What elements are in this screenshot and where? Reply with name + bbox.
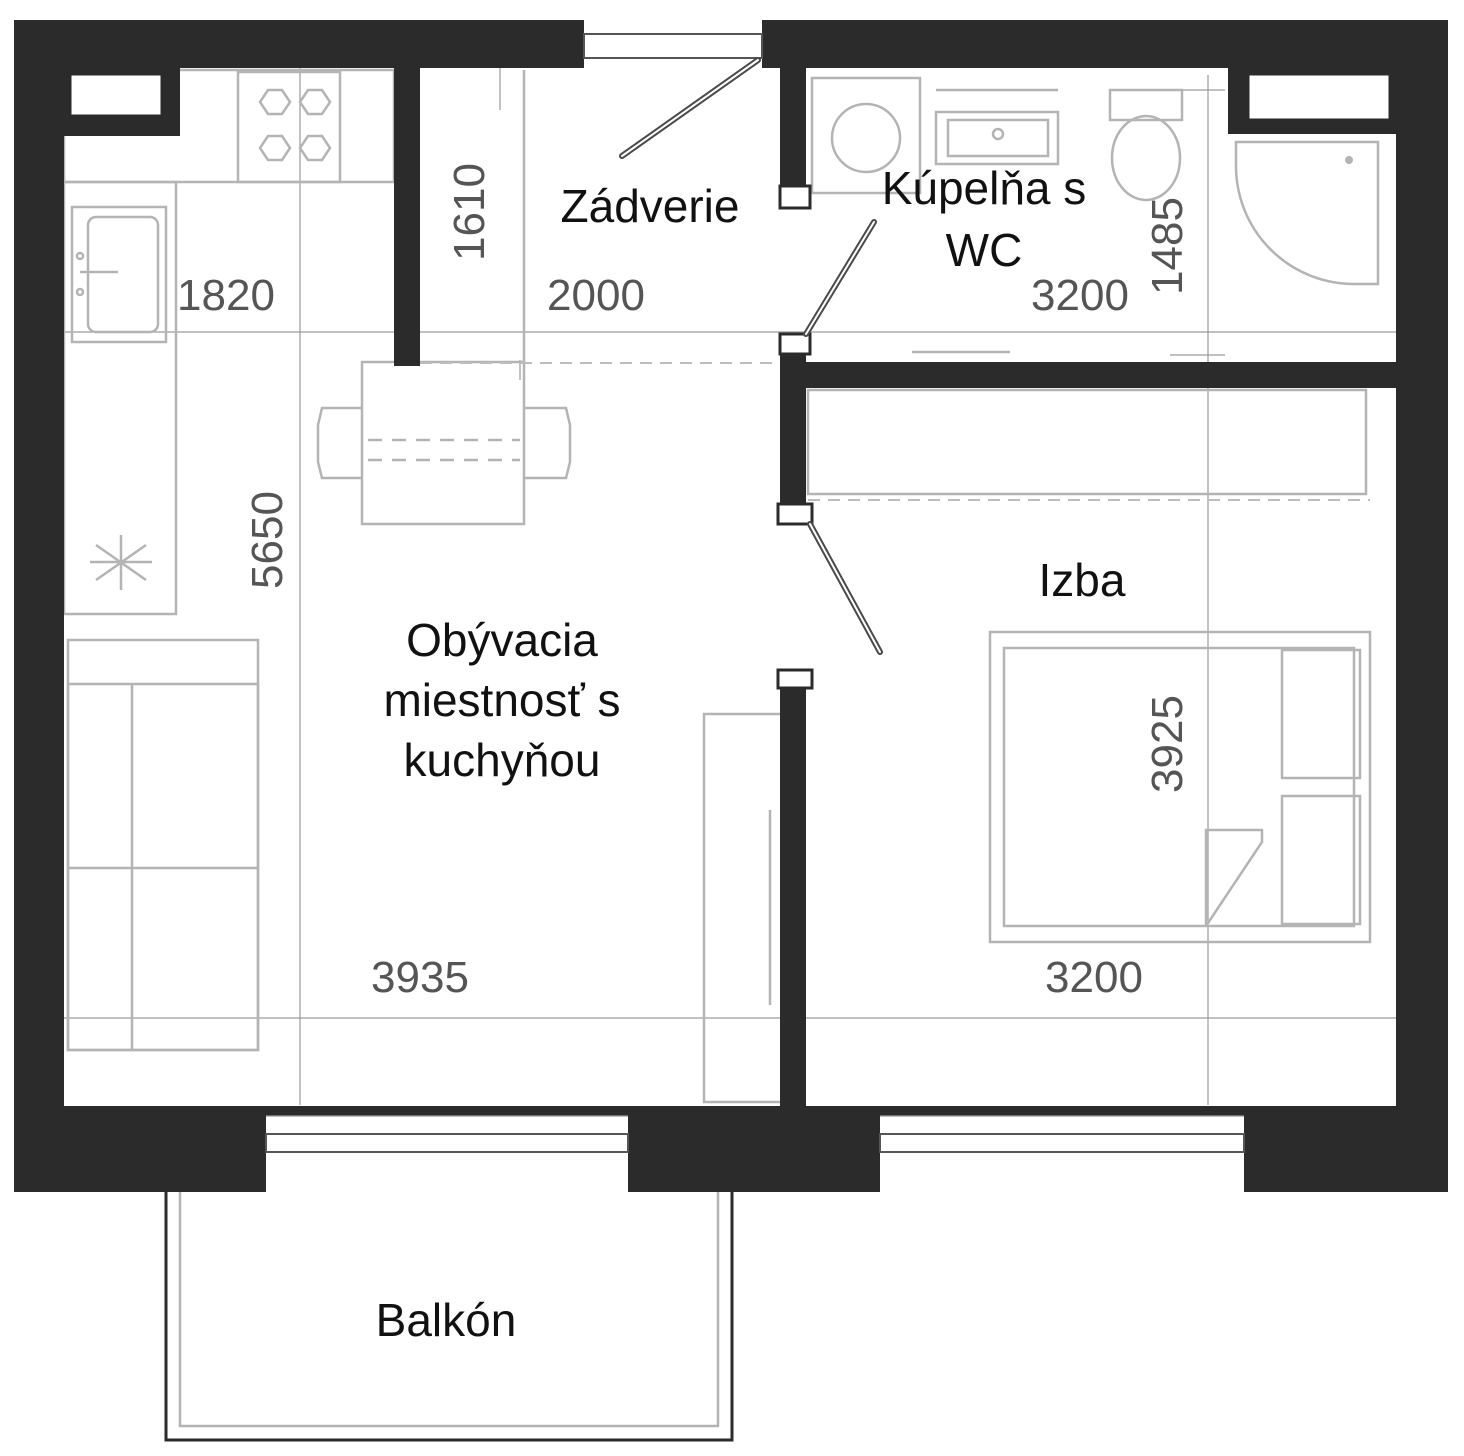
- label-vestibule: Zádverie: [561, 180, 740, 232]
- kitchen-sink-icon: [70, 205, 168, 344]
- label-living-line2: miestnosť s: [383, 674, 620, 726]
- window-bedroom: [879, 1133, 1245, 1153]
- toilet-icon: [1108, 88, 1184, 202]
- dim-bathroom-depth: 1485: [1143, 197, 1192, 295]
- appliance-star-icon: [90, 535, 152, 590]
- doors: [619, 57, 883, 655]
- wardrobe-bedroom: [806, 388, 1368, 496]
- label-balcony: Balkón: [376, 1294, 517, 1346]
- hob-icon: [236, 70, 342, 184]
- label-bathroom-line1: Kúpelňa s: [882, 162, 1087, 214]
- label-bedroom: Izba: [1039, 554, 1126, 606]
- shower-icon: [1234, 140, 1380, 286]
- window-living: [265, 1133, 629, 1153]
- walls: [14, 20, 1448, 1192]
- sofa: [66, 638, 260, 1052]
- dim-kitchen-width: 1820: [177, 271, 275, 320]
- dim-living-width: 3935: [371, 953, 469, 1002]
- dimension-lines: [30, 40, 1420, 1105]
- dim-bedroom-depth: 3925: [1143, 695, 1192, 793]
- dim-living-depth: 5650: [243, 491, 292, 589]
- balcony: [164, 1192, 734, 1442]
- label-bathroom-line2: WC: [946, 224, 1023, 276]
- label-living-line3: kuchyňou: [404, 734, 601, 786]
- washing-machine-icon: [810, 76, 922, 195]
- dim-bedroom-width: 3200: [1045, 953, 1143, 1002]
- dim-vestibule-width: 2000: [547, 271, 645, 320]
- dim-vestibule-depth: 1610: [445, 163, 494, 261]
- dimension-labels: 1820 2000 3200 3935 3200 1610 1485 5650 …: [177, 163, 1192, 1002]
- furniture: [62, 68, 1380, 1104]
- washbasin-icon: [934, 88, 1060, 166]
- room-labels: Zádverie Kúpelňa s WC Obývacia miestnosť…: [376, 162, 1126, 1346]
- dim-bathroom-width: 3200: [1031, 271, 1129, 320]
- bed: [988, 630, 1372, 944]
- windows: [265, 33, 1245, 1153]
- entrance-door-frame: [583, 33, 763, 59]
- wardrobe-living: [702, 712, 788, 1104]
- label-living-line1: Obývacia: [406, 614, 598, 666]
- dining-table: [316, 360, 572, 526]
